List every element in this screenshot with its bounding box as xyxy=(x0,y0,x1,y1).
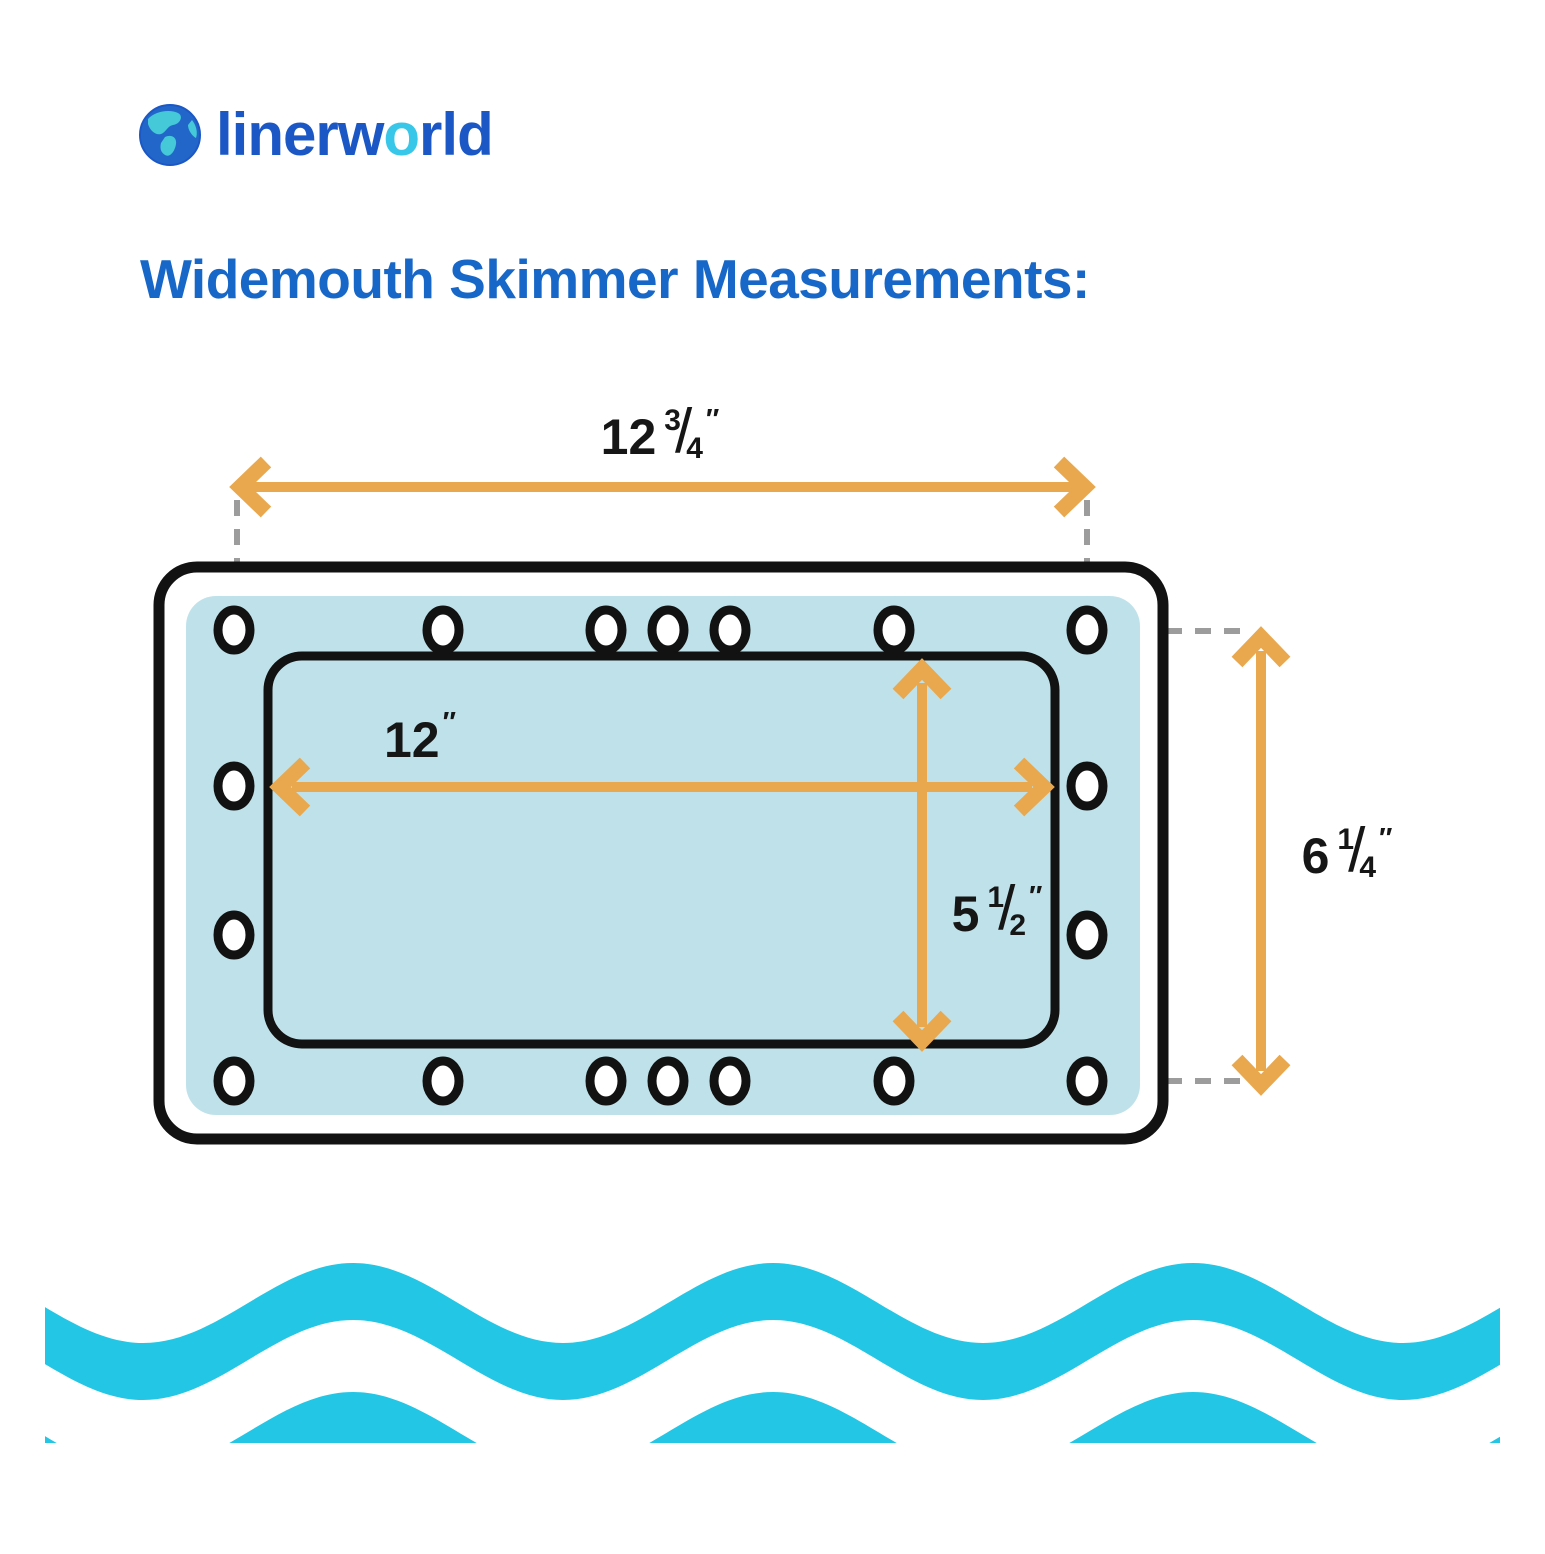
opening-width-label: 12″ xyxy=(383,706,457,768)
brand-name: linerworld xyxy=(216,101,494,168)
arrowhead-left-icon xyxy=(229,456,272,518)
flange-height-arrow xyxy=(1231,626,1291,1096)
screw-hole xyxy=(873,1056,915,1106)
screw-hole xyxy=(585,1056,627,1106)
screw-hole xyxy=(422,1056,464,1106)
arrowhead-left-icon xyxy=(269,757,311,817)
arrowhead-right-icon xyxy=(1013,757,1055,817)
screw-hole xyxy=(1066,761,1108,811)
arrowhead-up-icon xyxy=(892,658,952,700)
screw-holes xyxy=(213,605,1108,1106)
screw-hole xyxy=(422,605,464,655)
globe-icon xyxy=(139,104,201,166)
screw-hole xyxy=(585,605,627,655)
screw-hole xyxy=(1066,910,1108,960)
screw-hole xyxy=(1066,605,1108,655)
page-title: Widemouth Skimmer Measurements: xyxy=(140,248,1090,310)
arrowhead-down-icon xyxy=(892,1010,952,1052)
wave-crest-icon xyxy=(45,1392,1500,1443)
screw-hole xyxy=(647,1056,689,1106)
arrowhead-right-icon xyxy=(1053,456,1096,518)
opening-height-arrow xyxy=(892,658,952,1052)
arrowhead-down-icon xyxy=(1231,1054,1291,1096)
screw-hole xyxy=(709,605,751,655)
arrowhead-up-icon xyxy=(1231,626,1291,668)
wave-decoration xyxy=(45,1263,1500,1443)
screw-hole xyxy=(213,1056,255,1106)
screw-hole xyxy=(213,910,255,960)
skimmer-opening xyxy=(263,651,1060,1049)
screw-hole xyxy=(709,1056,751,1106)
screw-hole xyxy=(873,605,915,655)
outer-width-arrow xyxy=(229,456,1096,518)
screw-hole xyxy=(213,761,255,811)
brand-logo: linerworld xyxy=(138,101,494,168)
screw-hole xyxy=(647,605,689,655)
screw-hole xyxy=(213,605,255,655)
wave-band-icon xyxy=(45,1263,1500,1400)
opening-width-arrow xyxy=(269,757,1055,817)
screw-hole xyxy=(1066,1056,1108,1106)
